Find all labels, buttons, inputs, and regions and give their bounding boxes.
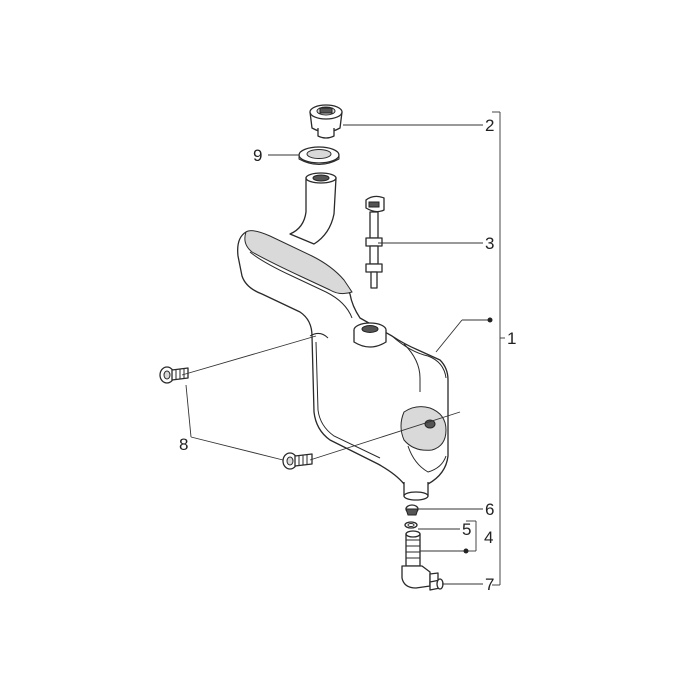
callout-9: 9 (253, 146, 262, 165)
callout-6: 6 (485, 500, 494, 519)
callout-1: 1 (507, 329, 516, 348)
screw-lower (282, 452, 313, 470)
screw-upper (159, 366, 189, 384)
callout-5: 5 (462, 520, 471, 539)
dipstick (365, 195, 385, 289)
hose-clamp (405, 504, 419, 516)
bolt (429, 578, 444, 591)
callout-8: 8 (179, 435, 188, 454)
seal-ring (298, 146, 340, 165)
filler-cap (309, 104, 343, 139)
callout-3: 3 (485, 234, 494, 253)
washer (404, 521, 418, 529)
outlet-fitting (401, 530, 439, 589)
oil-tank (237, 172, 449, 501)
callout-2: 2 (485, 116, 494, 135)
leader-lines (181, 111, 505, 586)
callout-4: 4 (484, 528, 493, 547)
callout-7: 7 (485, 575, 494, 594)
